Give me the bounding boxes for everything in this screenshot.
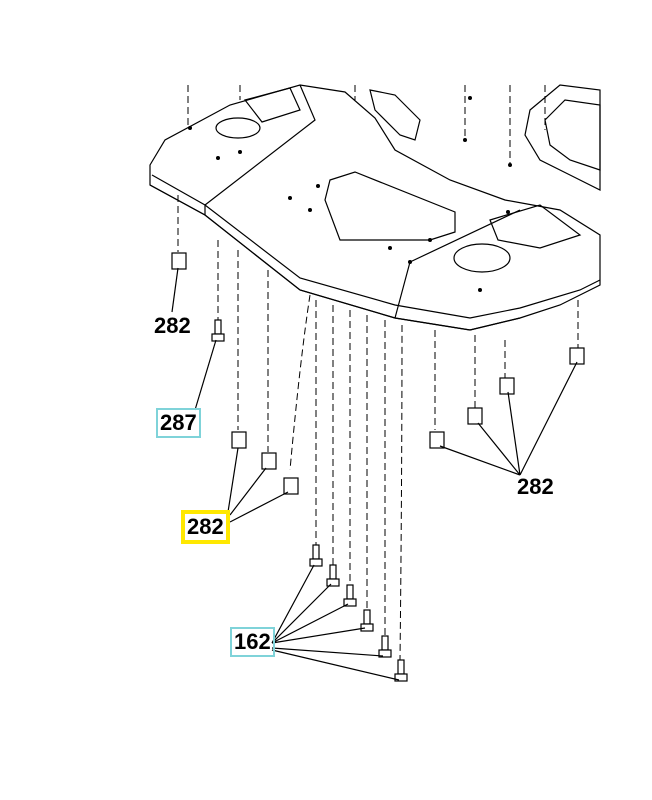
clip-nut — [171, 252, 187, 270]
bolt-287 — [211, 319, 225, 342]
bolt-162 — [309, 544, 323, 567]
callout-162-bolts[interactable]: 162 — [230, 627, 275, 657]
callout-282-clip-nut-right[interactable]: 282 — [517, 474, 554, 499]
bolt-162 — [326, 564, 340, 587]
bolts — [211, 319, 408, 682]
clip-nut — [231, 431, 247, 449]
deck-panel — [149, 84, 601, 331]
callout-287-bolt[interactable]: 287 — [156, 408, 201, 438]
bolt-162 — [343, 584, 357, 607]
callout-282-clip-nut-top[interactable]: 282 — [154, 313, 191, 338]
clip-nut — [261, 452, 277, 470]
clip-nuts — [171, 252, 585, 495]
clip-nut — [467, 407, 483, 425]
clip-nut — [283, 477, 299, 495]
bolt-162 — [394, 659, 408, 682]
clip-nut — [429, 431, 445, 449]
bolt-162 — [360, 609, 374, 632]
clip-nut — [569, 347, 585, 365]
bolt-162 — [378, 635, 392, 658]
callout-282-highlighted[interactable]: 282 — [181, 510, 230, 544]
leader-lines — [171, 267, 578, 681]
assembly-lines — [177, 195, 579, 661]
clip-nut — [499, 377, 515, 395]
